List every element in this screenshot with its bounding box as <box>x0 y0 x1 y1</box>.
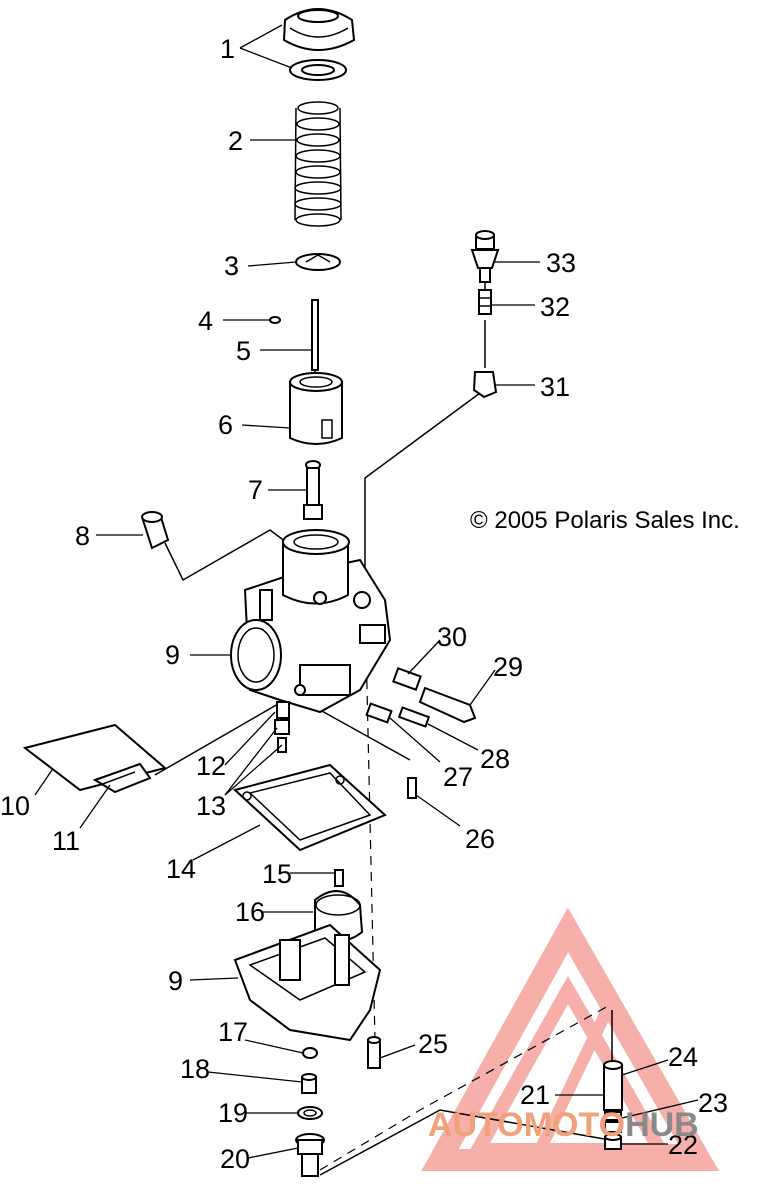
part-6-slide <box>289 372 343 445</box>
callout-8: 8 <box>75 521 90 551</box>
part-19-oring <box>297 1106 323 1120</box>
callout-20: 20 <box>220 1144 250 1174</box>
copyright-text: © 2005 Polaris Sales Inc. <box>470 507 740 534</box>
callout-16: 16 <box>235 897 265 927</box>
part-2-spring <box>294 101 342 227</box>
callout-4: 4 <box>198 306 213 336</box>
part-27-spring <box>365 702 393 724</box>
part-23-oring <box>604 1111 622 1121</box>
callout-33: 33 <box>546 248 576 278</box>
part-30-spring <box>392 667 422 691</box>
line-26-to-body <box>319 709 411 761</box>
callout-12: 12 <box>196 751 226 781</box>
part-31-plunger <box>472 371 498 399</box>
part-17-washer <box>302 1047 318 1059</box>
callout-17: 17 <box>218 1017 248 1047</box>
callout-21: 21 <box>520 1080 550 1110</box>
part-33-fitting <box>470 230 500 283</box>
callout-15: 15 <box>262 859 292 889</box>
callout-23: 23 <box>698 1088 728 1118</box>
callout-22: 22 <box>668 1130 698 1160</box>
callout-25: 25 <box>418 1029 448 1059</box>
callout-1: 1 <box>220 34 235 64</box>
callout-32: 32 <box>540 292 570 322</box>
leader-lines <box>34 24 699 1159</box>
part-29-screw <box>418 686 477 724</box>
part-4-clip <box>269 316 281 324</box>
callout-13: 13 <box>196 791 226 821</box>
watermark-part1: AUTOMOTO <box>428 1106 625 1144</box>
line-8-to-body <box>164 529 291 582</box>
callout-14: 14 <box>166 854 196 884</box>
callout-10: 10 <box>0 791 30 821</box>
callout-9b: 9 <box>168 966 183 996</box>
part-20-drain-screw <box>295 1133 325 1177</box>
line-31-to-body <box>364 392 481 585</box>
callout-5: 5 <box>236 336 251 366</box>
part-9-float-bowl <box>233 923 382 1042</box>
part-7-needle-jet <box>303 460 323 520</box>
callout-3: 3 <box>224 251 239 281</box>
part-14-gasket <box>232 763 387 852</box>
part-3-retainer <box>295 253 341 271</box>
part-15-pin <box>334 869 344 887</box>
line-20-to-22 <box>319 1109 611 1176</box>
callout-11: 11 <box>52 826 80 856</box>
part-8-cap <box>141 511 170 550</box>
part-1-cap <box>282 8 356 81</box>
callout-18: 18 <box>180 1054 210 1084</box>
watermark-text: AUTOMOTOHUB <box>428 1106 699 1144</box>
line-10-to-body <box>154 699 286 776</box>
callout-6: 6 <box>218 410 233 440</box>
callout-2: 2 <box>228 126 243 156</box>
callout-28: 28 <box>480 744 510 774</box>
part-32-spring <box>478 289 492 315</box>
callout-labels: 1 2 3 4 5 6 7 8 9 10 11 12 13 14 15 16 9… <box>0 34 728 1174</box>
callout-29: 29 <box>493 652 523 682</box>
part-12-13-jets <box>274 701 290 753</box>
part-21-spacer <box>604 1121 622 1133</box>
part-24-tube <box>603 1060 623 1111</box>
part-22-screw <box>604 1133 622 1150</box>
callout-9a: 9 <box>165 640 180 670</box>
callout-24: 24 <box>668 1042 698 1072</box>
part-28-screw <box>397 706 431 728</box>
callout-27: 27 <box>443 762 473 792</box>
callout-31: 31 <box>540 372 570 402</box>
part-26-jet <box>407 777 417 799</box>
part-9-carb-body <box>230 529 392 714</box>
callout-19: 19 <box>218 1098 248 1128</box>
callout-7: 7 <box>248 475 263 505</box>
callout-26: 26 <box>465 824 495 854</box>
line-bowl-to-21 <box>319 1004 611 1171</box>
watermark-part2: HUB <box>625 1106 699 1144</box>
part-25-screw <box>367 1036 381 1069</box>
part-18-plug <box>301 1073 317 1094</box>
callout-30: 30 <box>437 622 467 652</box>
